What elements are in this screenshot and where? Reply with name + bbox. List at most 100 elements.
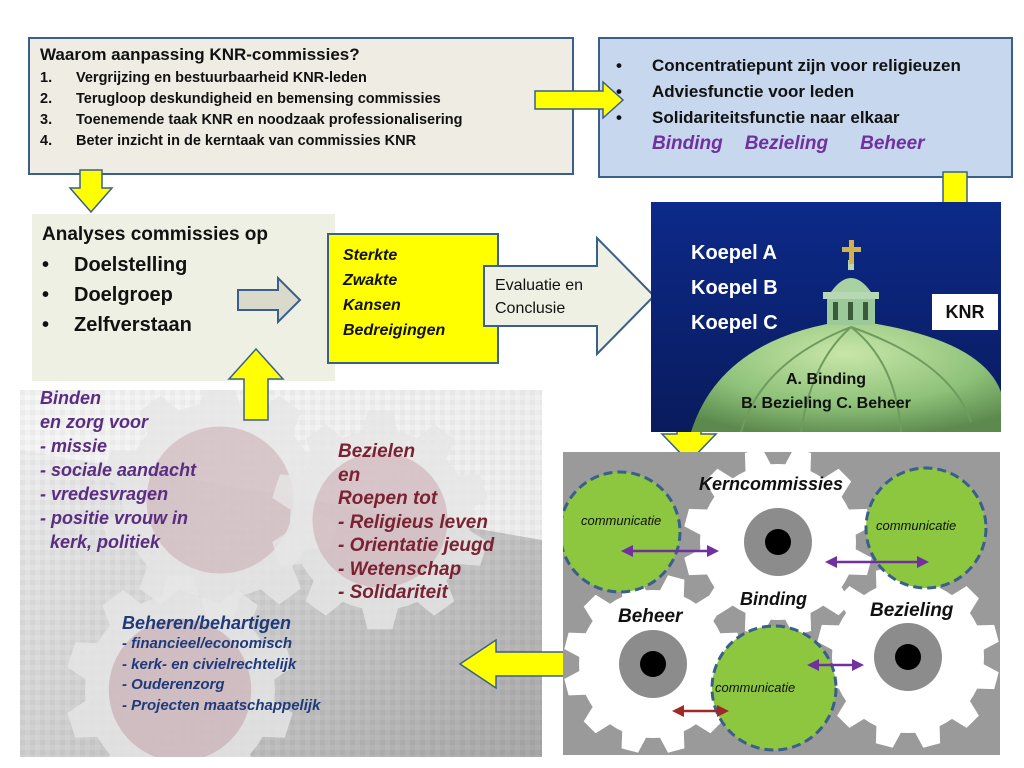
label-bezieling: Bezieling	[870, 600, 954, 621]
bezielen-text: Bezielen en Roepen tot - Religieus leven…	[338, 440, 494, 605]
knr-dome-panel: Koepel A Koepel B Koepel C KNR A. Bindin…	[651, 202, 1001, 432]
waarom-item: 3. Toenemende taak KNR en noodzaak profes…	[40, 110, 562, 131]
bullet: •	[616, 82, 622, 101]
item-number: 3.	[40, 112, 53, 128]
label-communicatie: communicatie	[876, 518, 957, 533]
gear-hub	[108, 618, 252, 757]
beheren-line: - financieel/economisch	[122, 635, 293, 652]
keyword-beheer: Beheer	[860, 133, 925, 154]
swot-kansen: Kansen	[343, 297, 401, 314]
bullet: •	[616, 108, 622, 127]
gear-diagram	[563, 452, 1000, 755]
item-number: 2.	[40, 91, 53, 107]
binden-line: Binden	[40, 388, 101, 408]
functies-box: •Concentratiepunt zijn voor religieuzen …	[598, 37, 1013, 178]
gear-collage-image	[20, 390, 542, 757]
bullet: •	[42, 284, 50, 306]
beheren-text: Beheren/behartigen - financieel/economis…	[122, 612, 320, 716]
evaluatie-arrow-icon	[483, 235, 656, 357]
koepel-a: Koepel A	[691, 242, 777, 264]
analyses-text: Zelfverstaan	[74, 314, 192, 336]
swot-box: Sterkte Zwakte Kansen Bedreigingen	[327, 233, 499, 364]
binden-line: - positie vrouw in	[40, 508, 189, 528]
swot-sterkte: Sterkte	[343, 247, 398, 264]
koepel-b: Koepel B	[691, 277, 778, 299]
conclusie-line: Conclusie	[495, 300, 566, 317]
functies-keywords: Binding Bezieling Beheer	[652, 131, 1011, 157]
double-arrow-icon	[621, 545, 719, 557]
swot-zwakte: Zwakte	[343, 272, 398, 289]
binden-line: kerk, politiek	[40, 532, 161, 552]
binden-line: - sociale aandacht	[40, 460, 197, 480]
bezielen-line: Bezielen	[338, 441, 416, 462]
gear-axle	[895, 644, 921, 670]
bullet: •	[616, 56, 622, 75]
abc-line: A. Binding	[786, 371, 866, 388]
analyses-list: • Doelstelling • Doelgroep • Zelfverstaan	[42, 250, 335, 340]
keyword-binding: Binding	[652, 133, 723, 154]
functie-item: • Solidariteitsfunctie naar elkaar	[616, 105, 1011, 131]
waarom-list: 1.Vergrijzing en bestuurbaarheid KNR-led…	[40, 68, 562, 152]
gear-axle	[765, 529, 791, 555]
waarom-box: Waarom aanpassing KNR-commissies? 1.Verg…	[28, 37, 574, 175]
waarom-item: 2. Terugloop deskundigheid en bemensing c…	[40, 89, 562, 110]
label-beheer: Beheer	[618, 606, 683, 627]
communicatie-circle	[563, 470, 682, 594]
label-binding: Binding	[740, 589, 807, 609]
abc-line: B. Bezieling C. Beheer	[741, 395, 911, 412]
waarom-item: 4. Beter inzicht in de kerntaak van commi…	[40, 131, 562, 152]
grey-arrow-right-icon	[237, 275, 302, 325]
communicatie-circle	[710, 624, 838, 752]
evaluatie-text: Evaluatie en Conclusie	[495, 274, 583, 320]
functie-text: Concentratiepunt zijn voor religieuzen	[652, 56, 961, 75]
label-communicatie: communicatie	[581, 513, 662, 528]
double-arrow-icon	[672, 705, 729, 717]
analyses-text: Doelstelling	[74, 254, 188, 276]
bullet: •	[42, 254, 50, 276]
analyses-text: Doelgroep	[74, 284, 173, 306]
keyword-bezieling: Bezieling	[744, 133, 829, 154]
bullet: •	[42, 314, 50, 336]
gear-axle	[640, 651, 666, 677]
bezielen-line: - Orientatie jeugd	[338, 535, 495, 556]
functies-list: •Concentratiepunt zijn voor religieuzen …	[616, 53, 1011, 131]
koepel-c: Koepel C	[691, 312, 778, 334]
item-number: 4.	[40, 133, 53, 149]
item-text: Toenemende taak KNR en noodzaak professi…	[76, 112, 463, 128]
double-arrow-icon	[825, 556, 929, 568]
waarom-title: Waarom aanpassing KNR-commissies?	[40, 45, 360, 64]
functie-text: Solidariteitsfunctie naar elkaar	[652, 108, 900, 127]
binden-line: - vredesvragen	[40, 484, 169, 504]
beheren-line: - kerk- en civielrechtelijk	[122, 655, 297, 673]
beheren-title: Beheren/behartigen	[122, 613, 292, 633]
double-arrow-icon	[807, 659, 864, 671]
yellow-arrow-right-icon	[534, 80, 625, 120]
bezielen-line: Roepen tot	[338, 488, 438, 509]
functie-item: • Concentratiepunt zijn voor religieuzen	[616, 53, 1011, 79]
yellow-arrow-left-icon	[458, 638, 572, 690]
waarom-item: 1.Vergrijzing en bestuurbaarheid KNR-led…	[40, 68, 562, 89]
binden-line: en zorg voor	[40, 412, 149, 432]
binden-line: - missie	[40, 436, 108, 456]
beheren-line: - Projecten maatschappelijk	[122, 696, 321, 714]
beheren-line: - Ouderenzorg	[122, 676, 225, 693]
koepel-list: Koepel A Koepel B Koepel C	[691, 236, 778, 341]
item-text: Vergrijzing en bestuurbaarheid KNR-leden	[76, 70, 367, 86]
bezielen-line: en	[338, 464, 361, 486]
bezielen-line: - Religieus leven	[338, 511, 488, 533]
label-kerncommissies: Kerncommissies	[699, 474, 844, 494]
bezielen-line: - Solidariteit	[338, 582, 448, 603]
analyses-item: • Doelgroep	[42, 280, 335, 310]
bezielen-line: - Wetenschap	[338, 558, 462, 580]
analyses-title: Analyses commissies op	[42, 224, 268, 245]
label-communicatie: communicatie	[715, 680, 796, 695]
knr-abc-text: A. Binding B. Bezieling C. Beheer	[651, 368, 1001, 416]
functie-item: •Adviesfunctie voor leden	[616, 79, 1011, 105]
item-text: Terugloop deskundigheid en bemensing com…	[76, 91, 441, 107]
swot-bedreigingen: Bedreigingen	[343, 322, 446, 339]
gear-hub	[312, 452, 448, 588]
gear-panel: Kerncommissies Binding Beheer Bezieling …	[563, 452, 1000, 755]
item-text: Beter inzicht in de kerntaak van commiss…	[76, 133, 417, 149]
dome-image	[651, 202, 1001, 432]
